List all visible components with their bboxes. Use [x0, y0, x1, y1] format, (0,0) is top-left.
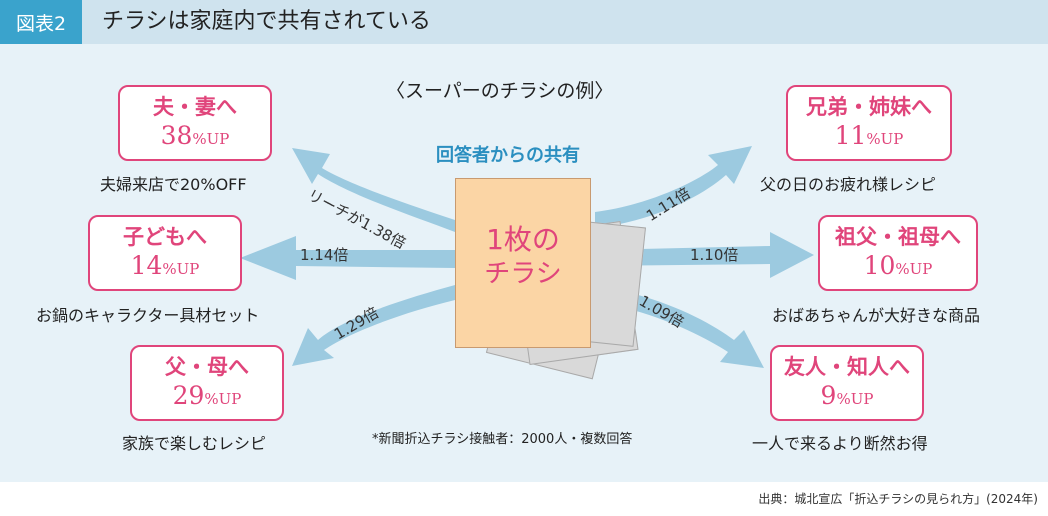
card-grandparent: 祖父・祖母へ 10%UP	[818, 215, 978, 291]
caption-grandparent: おばあちゃんが大好きな商品	[772, 306, 981, 325]
rate-unit: %UP	[204, 390, 242, 408]
rate-value: 9	[820, 381, 837, 410]
header-bar: 図表2 チラシは家庭内で共有されている	[0, 0, 1048, 44]
figure-label: 図表2	[0, 0, 82, 44]
caption-friend: 一人で来るより断然お得	[752, 434, 928, 453]
caption-spouse: 夫婦来店で20%OFF	[100, 175, 247, 194]
arrow-grandparent	[595, 232, 814, 278]
source-citation: 出典：城北宣広「折込チラシの見られ方」(2024年)	[758, 492, 1038, 506]
footnote: *新聞折込チラシ接触者：2000人・複数回答	[372, 432, 633, 447]
rate-unit: %UP	[895, 260, 933, 278]
rate-unit: %UP	[162, 260, 200, 278]
rate-unit: %UP	[836, 390, 874, 408]
card-name: 友人・知人へ	[784, 355, 910, 379]
card-spouse: 夫・妻へ 38%UP	[118, 85, 272, 161]
card-rate: 10%UP	[820, 251, 976, 284]
card-rate: 38%UP	[120, 121, 270, 154]
card-sibling: 兄弟・姉妹へ 11%UP	[786, 85, 952, 161]
arrow-sibling	[595, 146, 752, 228]
card-name: 夫・妻へ	[153, 95, 237, 119]
rate-value: 10	[863, 251, 896, 280]
caption-parent: 家族で楽しむレシピ	[122, 434, 267, 453]
caption-sibling: 父の日のお疲れ様レシピ	[760, 175, 937, 194]
rate-value: 38	[160, 121, 193, 150]
card-child: 子どもへ 14%UP	[88, 215, 242, 291]
rate-unit: %UP	[192, 130, 230, 148]
card-rate: 11%UP	[788, 121, 950, 154]
ratio-child: 1.14倍	[300, 246, 349, 264]
card-parent: 父・母へ 29%UP	[130, 345, 284, 421]
figure-title: チラシは家庭内で共有されている	[102, 9, 431, 34]
card-rate: 29%UP	[132, 381, 282, 414]
card-name: 兄弟・姉妹へ	[806, 95, 932, 119]
diagram-subtitle: 〈スーパーのチラシの例〉	[386, 80, 614, 102]
rate-value: 29	[172, 381, 205, 410]
rate-unit: %UP	[866, 130, 904, 148]
card-friend: 友人・知人へ 9%UP	[770, 345, 924, 421]
rate-value: 14	[130, 251, 163, 280]
rate-value: 11	[834, 121, 867, 150]
ratio-grandparent: 1.10倍	[690, 246, 739, 264]
arrow-parent	[292, 285, 455, 366]
arrow-child	[240, 236, 455, 280]
arrow-spouse	[292, 148, 455, 232]
card-name: 子どもへ	[123, 225, 207, 249]
flyer-main: 1枚の チラシ	[455, 178, 591, 348]
card-name: 父・母へ	[165, 355, 249, 379]
card-rate: 14%UP	[90, 251, 240, 284]
card-rate: 9%UP	[772, 381, 922, 414]
flyer-line2: チラシ	[484, 259, 562, 289]
card-name: 祖父・祖母へ	[835, 225, 961, 249]
flyer-line1: 1枚の	[486, 223, 560, 256]
share-title: 回答者からの共有	[436, 145, 580, 166]
caption-child: お鍋のキャラクター具材セット	[36, 306, 260, 325]
